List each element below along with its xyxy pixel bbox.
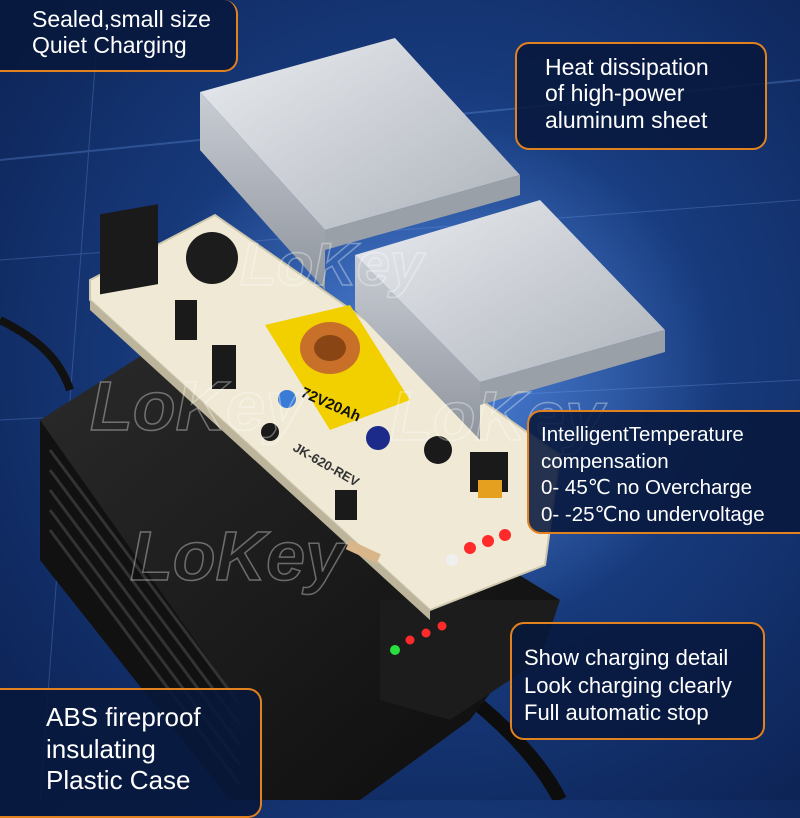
callout-heat-dissipation: Heat dissipation of high-power aluminum … [515, 42, 767, 150]
callout-line: Look charging clearly [524, 672, 732, 698]
callout-sealed-quiet: Sealed,small size Quiet Charging [0, 0, 238, 72]
callout-line: of high-power [545, 80, 685, 107]
callout-line: Plastic Case [46, 765, 191, 796]
led-red-2 [421, 628, 431, 638]
callout-line: Quiet Charging [32, 32, 187, 59]
callout-charging-detail: Show charging detail Look charging clear… [510, 622, 765, 740]
svg-text:LoKey: LoKey [130, 517, 347, 595]
callout-line: ABS fireproof [46, 702, 201, 732]
callout-temperature-compensation: IntelligentTemperature compensation 0- 4… [527, 410, 800, 534]
led-red-1 [405, 635, 415, 645]
callout-line: Show charging detail [524, 645, 729, 670]
case-led-indicators [390, 621, 447, 655]
callout-line: IntelligentTemperature [541, 423, 744, 446]
transformer [265, 305, 410, 430]
led-green [390, 645, 400, 655]
capacitor-large [186, 232, 238, 284]
watermark: LoKey LoKey LoKey LoKey [89, 230, 608, 596]
power-cable [0, 316, 74, 392]
led-red-3 [437, 621, 447, 631]
svg-text:LoKey: LoKey [240, 231, 426, 298]
heatsink-clip-left [100, 204, 158, 295]
callout-abs-case: ABS fireproof insulating Plastic Case [0, 688, 262, 818]
callout-line: 0- 45℃ no Overcharge [541, 476, 753, 500]
callout-line: Sealed,small size [32, 6, 211, 32]
aluminum-heatsink-upper [200, 38, 520, 290]
callout-line: aluminum sheet [545, 106, 708, 133]
callout-line: insulating [46, 733, 156, 764]
callout-line: 0- -25℃no undervoltage [541, 502, 765, 526]
pcb-board: 72V20Ah JK-620-REV [89, 204, 562, 620]
aluminum-heatsink-lower [355, 200, 665, 440]
svg-text:LoKey: LoKey [90, 367, 307, 445]
callout-line: Full automatic stop [524, 700, 709, 725]
callout-line: compensation [541, 449, 669, 473]
callout-line: Heat dissipation [545, 54, 709, 80]
